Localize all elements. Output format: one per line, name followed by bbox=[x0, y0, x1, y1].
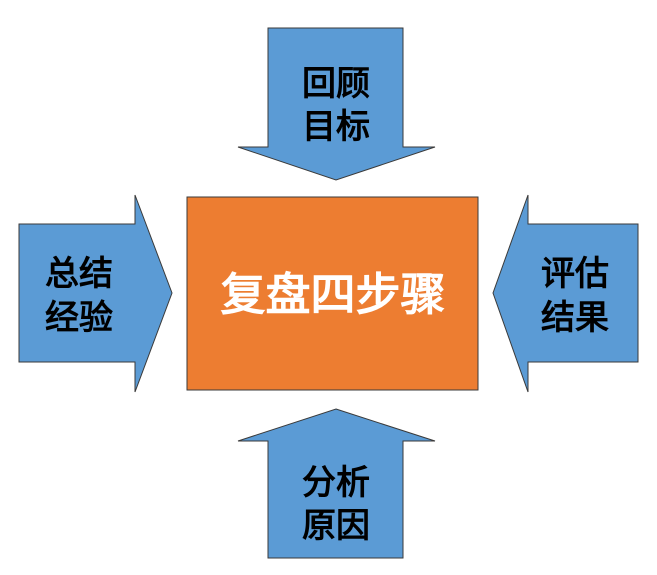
arrow-top-label-line2: 目标 bbox=[302, 107, 370, 147]
arrow-right-shape bbox=[492, 194, 639, 393]
arrow-top: 回顾 目标 bbox=[237, 27, 436, 181]
center-block: 复盘四步骤 bbox=[186, 196, 479, 391]
arrow-right-label-line2: 结果 bbox=[541, 298, 609, 338]
center-title: 复盘四步骤 bbox=[220, 268, 445, 321]
arrow-left-shape bbox=[18, 194, 173, 393]
arrow-top-shape bbox=[237, 27, 436, 181]
arrow-bottom-shape bbox=[237, 408, 436, 559]
arrow-right-label-line1: 评估 bbox=[541, 254, 609, 294]
arrow-bottom-label-line2: 原因 bbox=[302, 506, 370, 546]
arrow-bottom: 分析 原因 bbox=[237, 408, 436, 559]
arrow-bottom-label-line1: 分析 bbox=[302, 463, 370, 503]
arrow-top-label-line1: 回顾 bbox=[302, 64, 370, 104]
center-box bbox=[186, 196, 479, 391]
arrow-left-label-line2: 经验 bbox=[45, 298, 113, 338]
arrow-left-label-line1: 总结 bbox=[45, 254, 113, 294]
arrow-right: 评估 结果 bbox=[492, 194, 639, 393]
arrow-left: 总结 经验 bbox=[18, 194, 173, 393]
